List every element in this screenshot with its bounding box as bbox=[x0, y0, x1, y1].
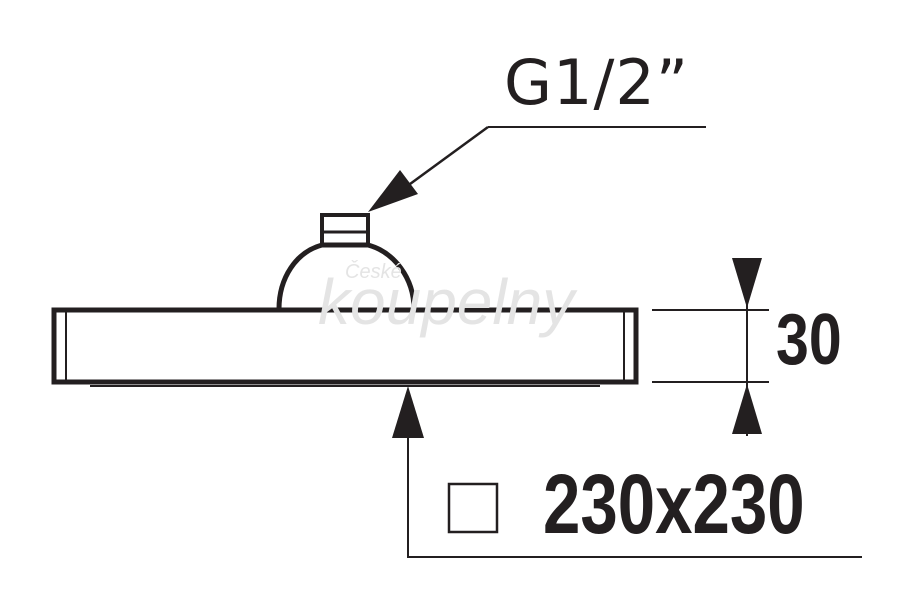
square-icon bbox=[447, 482, 499, 534]
height-value-label: 30 bbox=[776, 300, 842, 380]
height-dimension bbox=[652, 258, 769, 436]
height-arrow-down-icon bbox=[732, 258, 762, 308]
height-arrow-up-icon bbox=[732, 384, 762, 434]
thread-arrow-icon bbox=[368, 170, 418, 212]
size-arrow-up-icon bbox=[392, 386, 424, 438]
size-value-label: 230x230 bbox=[543, 457, 805, 551]
size-leader bbox=[392, 386, 862, 558]
watermark-line1: České bbox=[345, 261, 402, 283]
thread-size-label: G1/2” bbox=[504, 46, 689, 119]
shower-head-plate bbox=[51, 307, 639, 387]
connector-fitting bbox=[276, 213, 417, 310]
thread-leader bbox=[368, 125, 706, 212]
watermark-line2: koupelny bbox=[318, 266, 575, 338]
